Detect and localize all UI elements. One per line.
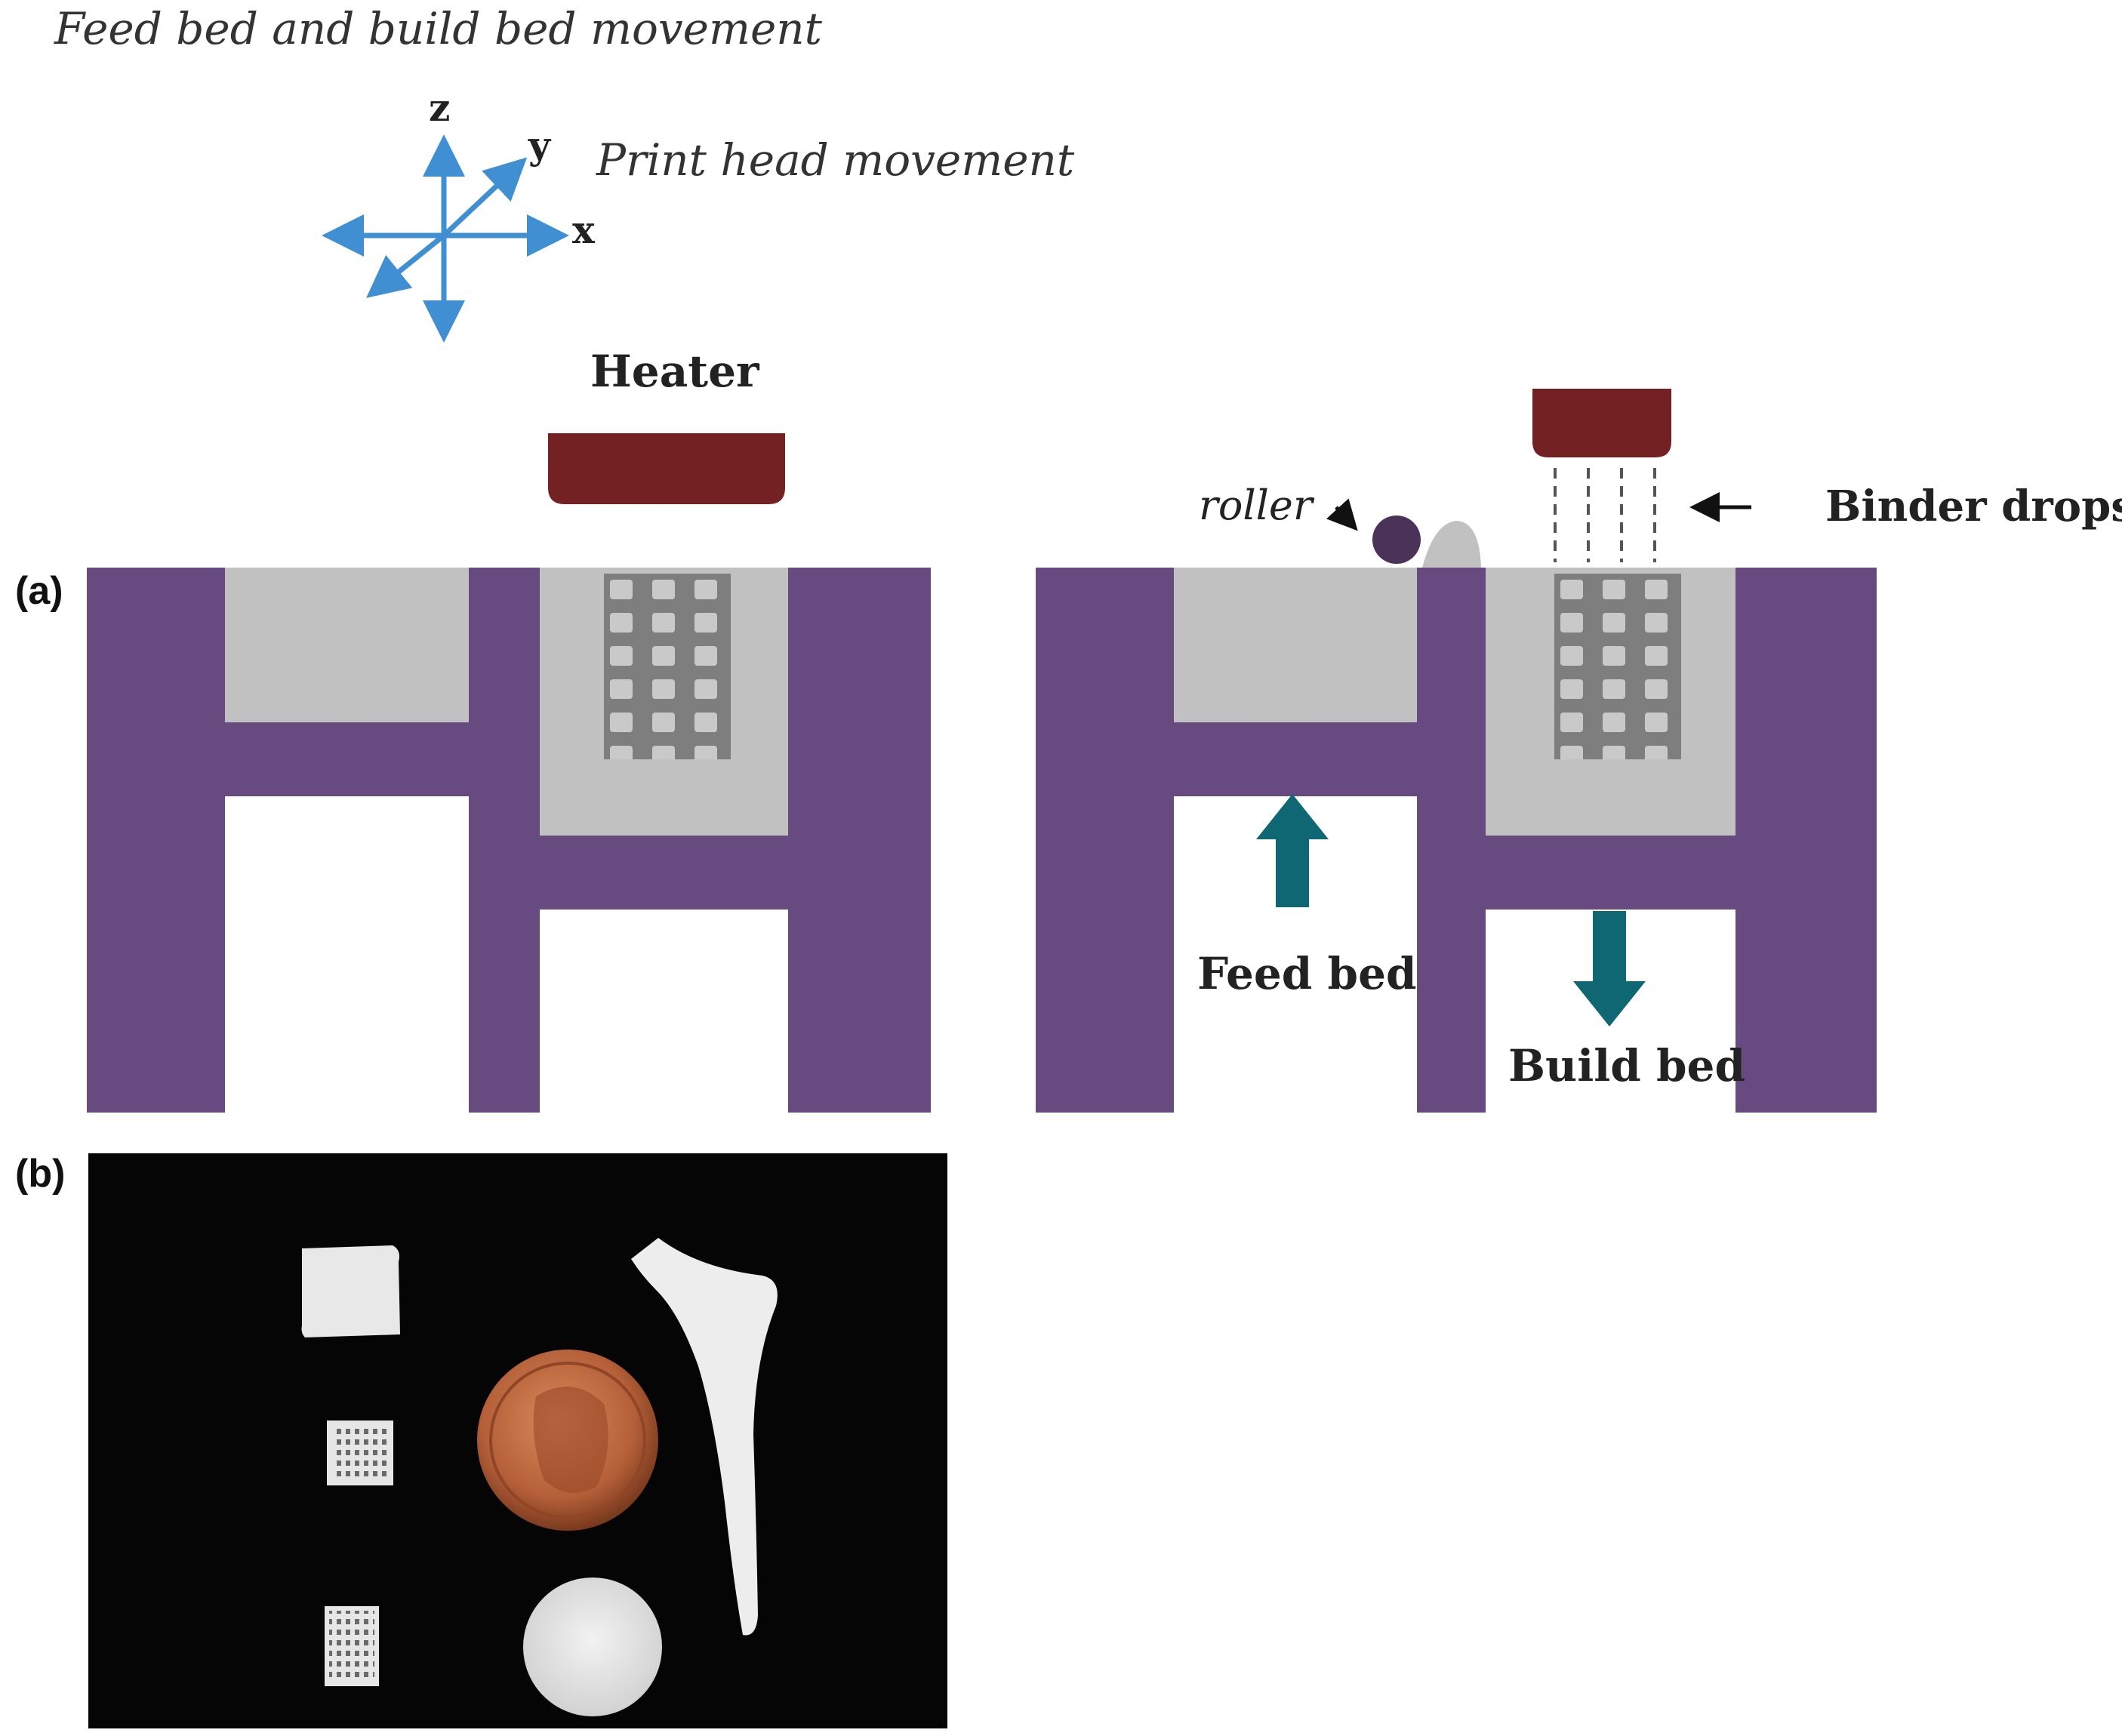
axis-y-label: y (528, 123, 552, 168)
bed-movement-caption: Feed bed and build bed movement (54, 3, 823, 54)
heater-label: Heater (590, 346, 760, 397)
print-head-movement-caption: Print head movement (596, 134, 1075, 186)
axis-z-label: z (429, 85, 450, 130)
roller-pointer (1326, 498, 1358, 531)
build-bed-label: Build bed (1508, 1040, 1745, 1091)
build-bed-down-arrow (1573, 911, 1646, 1027)
block-sample (301, 1245, 400, 1337)
powder-heap (1422, 521, 1481, 568)
binder-drop-lines (1554, 468, 1656, 562)
left-machine (87, 568, 931, 1113)
disc-sample (523, 1577, 662, 1716)
hip-stem-sample (631, 1238, 778, 1636)
right-machine (1036, 521, 1877, 1113)
photo-panel (88, 1153, 947, 1728)
roller (1372, 516, 1421, 564)
panel-a-label: (a) (15, 569, 63, 613)
axis-arrows (322, 134, 569, 343)
axis-x-label: x (572, 208, 596, 252)
roller-label: roller (1199, 482, 1315, 529)
panel-b-label: (b) (15, 1152, 65, 1196)
heater-block (548, 433, 785, 504)
binder-drops-label: Binder drops (1825, 482, 2122, 531)
feed-bed-up-arrow (1256, 794, 1329, 907)
feed-bed-label: Feed bed (1197, 948, 1417, 999)
print-head (1532, 389, 1671, 457)
